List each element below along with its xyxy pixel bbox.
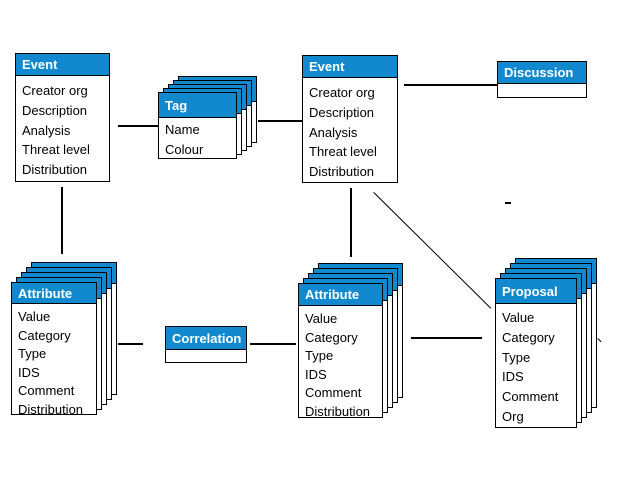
entity-field: Distribution xyxy=(305,403,371,419)
entity-card: Tag Name Colour xyxy=(158,92,237,159)
entity-field: Description xyxy=(22,102,88,118)
entity-card: Event Creator org Description Analysis T… xyxy=(302,55,398,183)
entity-attribute-left: Attribute Value Category Type IDS Commen… xyxy=(11,262,117,417)
entity-field: Analysis xyxy=(309,124,358,140)
entity-field: Value xyxy=(305,311,338,326)
entity-fields: Creator org Description Analysis Threat … xyxy=(303,78,397,182)
entity-card: Discussion xyxy=(497,61,587,98)
entity-field: Type xyxy=(18,346,47,362)
entity-title: Event xyxy=(303,56,397,78)
entity-title: Event xyxy=(16,54,109,76)
entity-field: Distribution xyxy=(309,164,375,180)
entity-field: IDS xyxy=(305,366,327,382)
entity-card: Proposal Value Category Type IDS Comment… xyxy=(495,278,577,428)
entity-fields: Creator org Description Analysis Threat … xyxy=(16,76,109,180)
entity-card: Attribute Value Category Type IDS Commen… xyxy=(298,283,383,419)
entity-field: Threat level xyxy=(22,142,90,158)
entity-card: Event Creator org Description Analysis T… xyxy=(15,53,110,182)
entity-field: IDS xyxy=(18,364,40,380)
entity-field: Creator org xyxy=(309,85,375,100)
entity-field: Analysis xyxy=(22,122,71,138)
entity-field: Category xyxy=(305,329,358,345)
entity-attribute-center: Attribute Value Category Type IDS Commen… xyxy=(298,263,403,419)
entity-event-center: Event Creator org Description Analysis T… xyxy=(302,55,398,183)
entity-field: Type xyxy=(305,348,334,364)
connector-eventcenter-attributecenter xyxy=(350,188,352,257)
entity-correlation: Correlation xyxy=(165,326,247,363)
entity-field: Colour xyxy=(165,142,204,157)
entity-fields: Value Category Type IDS Comment Distribu… xyxy=(12,304,96,420)
entity-field: Comment xyxy=(502,389,559,405)
connector-tag-eventcenter xyxy=(258,120,302,122)
entity-fields: Value Category Type IDS Comment Distribu… xyxy=(299,306,382,422)
entity-title: Tag xyxy=(159,93,236,118)
entity-field: Comment xyxy=(18,383,75,399)
entity-title: Attribute xyxy=(12,283,96,304)
entity-field: Threat level xyxy=(309,144,377,160)
connector-attributecenter-proposal xyxy=(411,337,482,339)
connector-eventcenter-discussion xyxy=(404,84,497,86)
entity-event-left: Event Creator org Description Analysis T… xyxy=(15,53,110,182)
entity-field: Org xyxy=(502,408,524,424)
entity-fields: Value Category Type IDS Comment Org xyxy=(496,304,576,427)
entity-field: Value xyxy=(502,310,535,325)
stray-mark xyxy=(597,338,602,343)
entity-card: Attribute Value Category Type IDS Commen… xyxy=(11,282,97,417)
entity-field: Description xyxy=(309,104,375,120)
entity-fields: Name Colour xyxy=(159,118,236,160)
entity-field: Distribution xyxy=(22,162,88,178)
entity-discussion: Discussion xyxy=(497,61,587,98)
entity-tag: Tag Name Colour xyxy=(158,76,257,159)
entity-field: Name xyxy=(165,122,200,137)
entity-title: Proposal xyxy=(496,279,576,304)
entity-card: Correlation xyxy=(165,326,247,363)
entity-field: Value xyxy=(18,309,51,324)
entity-proposal: Proposal Value Category Type IDS Comment… xyxy=(495,258,597,428)
entity-field: Category xyxy=(502,329,555,345)
entity-field: Type xyxy=(502,349,531,365)
stray-mark xyxy=(505,202,511,204)
entity-field: IDS xyxy=(502,369,524,385)
connector-attributeleft-correlation xyxy=(118,343,143,345)
connector-correlation-attributecenter xyxy=(250,343,296,345)
entity-field: Distribution xyxy=(18,401,84,417)
entity-field: Comment xyxy=(305,385,362,401)
connector-eventleft-tag xyxy=(118,125,158,127)
entity-field: Creator org xyxy=(22,83,88,98)
entity-title: Discussion xyxy=(498,62,586,84)
entity-field: Category xyxy=(18,327,71,343)
connector-eventleft-attributeleft xyxy=(61,187,63,254)
entity-title: Correlation xyxy=(166,327,246,350)
entity-title: Attribute xyxy=(299,284,382,306)
